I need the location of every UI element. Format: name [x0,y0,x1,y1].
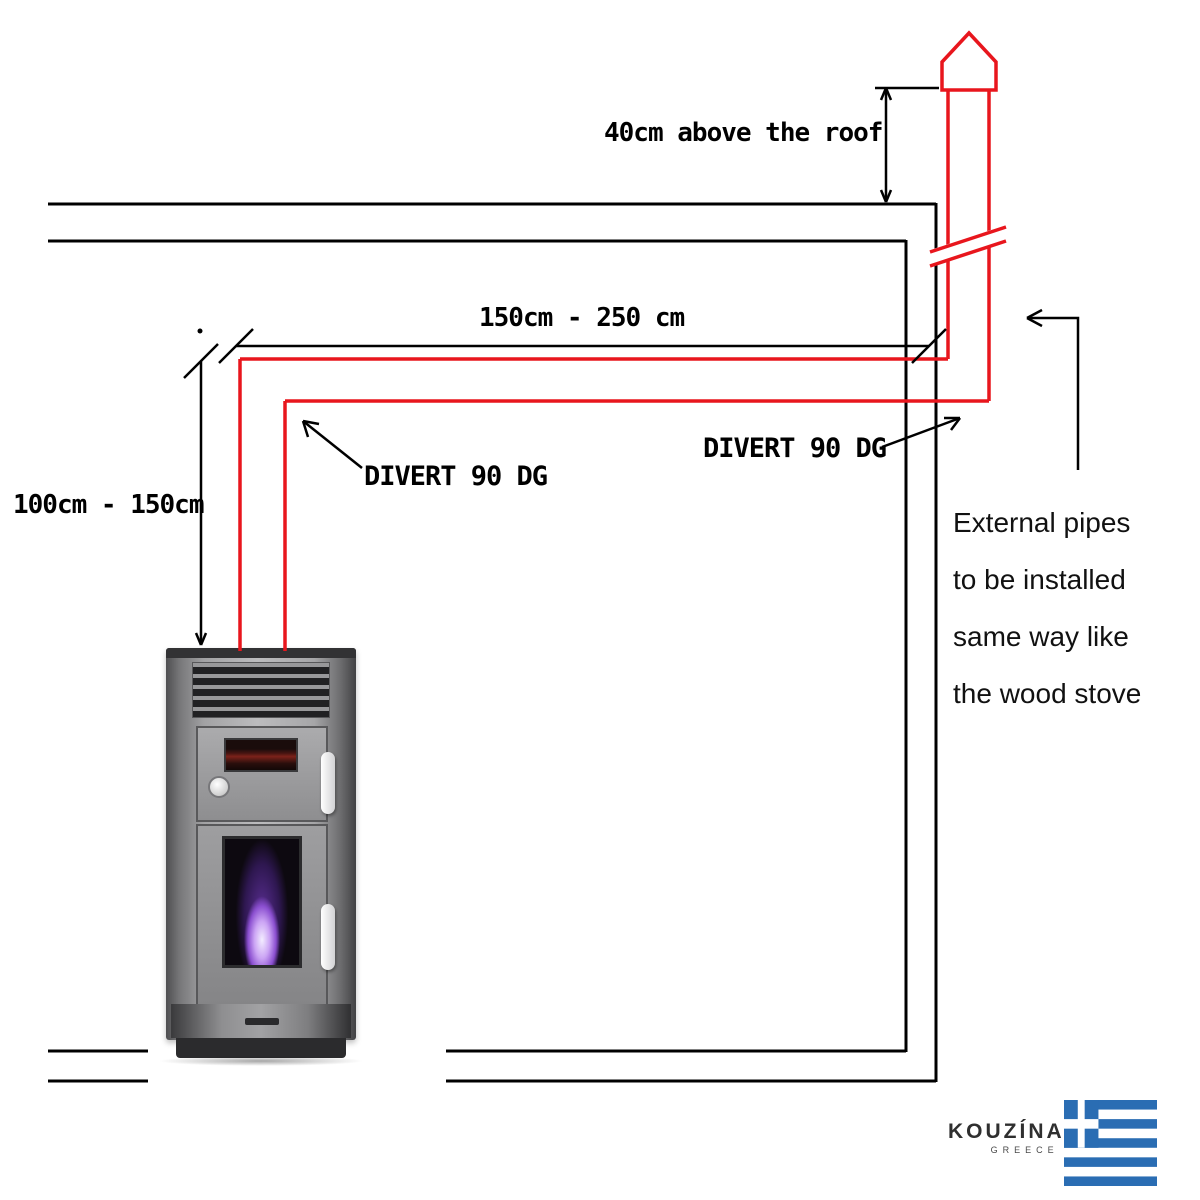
divert-left-arrowhead [301,419,320,438]
dim40-arrow-down [879,189,893,203]
kouzina-wordmark: KOUZÍNA [948,1120,1065,1143]
dimension-150-250 [197,328,947,364]
stove-body [166,648,356,1040]
note-line-3: same way like [953,621,1129,652]
stove-vent-grille [192,662,330,718]
pipe-break-line-lower [929,239,1007,268]
divert-left-arrow [301,419,363,469]
chimney-cap [940,30,998,92]
label-divert-left: DIVERT 90 DG [364,461,548,492]
stove-lower-handle [321,904,335,970]
note-line-1: External pipes [953,507,1131,538]
pellet-stove [158,648,364,1066]
label-100-150cm: 100cm - 150cm [13,490,204,520]
stove-shadow [158,1056,364,1066]
dimension-40cm [875,86,939,203]
dim150-slash-left [218,328,254,364]
external-pipes-note: External pipes to be installed same way … [953,494,1141,722]
kouzina-country: GREECE [990,1145,1059,1155]
stove-base [171,1004,351,1038]
pipe-break-line-upper [929,225,1007,254]
dim150-dot [197,328,203,334]
greek-flag [1064,1100,1157,1186]
label-40cm-above-roof: 40cm above the roof [604,118,883,148]
divert-left-leader [302,420,363,469]
stove-upper-door [196,726,328,822]
note-line-2: to be installed [953,564,1126,595]
flag-white-stripes [1064,1109,1157,1177]
label-150-250cm: 150cm - 250 cm [479,303,685,333]
external-pipes-leader [1027,316,1080,470]
stove-upper-window [224,738,298,772]
label-divert-right: DIVERT 90 DG [703,433,887,464]
stove-fire-window [222,836,302,968]
dimension-100-150 [183,343,219,646]
stove-lower-door [196,824,328,1006]
external-pipes-arrowhead [1026,308,1043,328]
dim100-arrow-down [194,632,208,646]
kouzina-logo: KOUZÍNA GREECE [948,1120,1065,1155]
external-pipes-arrow [1026,308,1080,470]
pipe-break-mask [930,225,1006,266]
flue-pipe-run [238,90,991,651]
stove-plinth [176,1038,346,1058]
divert-right-leader [881,416,961,449]
stove-top-panel [166,648,356,658]
stove-upper-handle [321,752,335,814]
note-line-4: the wood stove [953,678,1142,709]
dim100-slash-top [183,343,219,379]
dim150-slash-right [911,328,947,364]
flag-cross [1064,1100,1099,1148]
divert-right-arrow [881,416,961,449]
dim40-arrow-up [879,87,893,101]
pipe-break-symbol [929,225,1007,268]
stove-temperature-gauge [208,776,230,798]
divert-right-arrowhead [944,416,961,431]
stove-brand-plate [245,1018,279,1025]
